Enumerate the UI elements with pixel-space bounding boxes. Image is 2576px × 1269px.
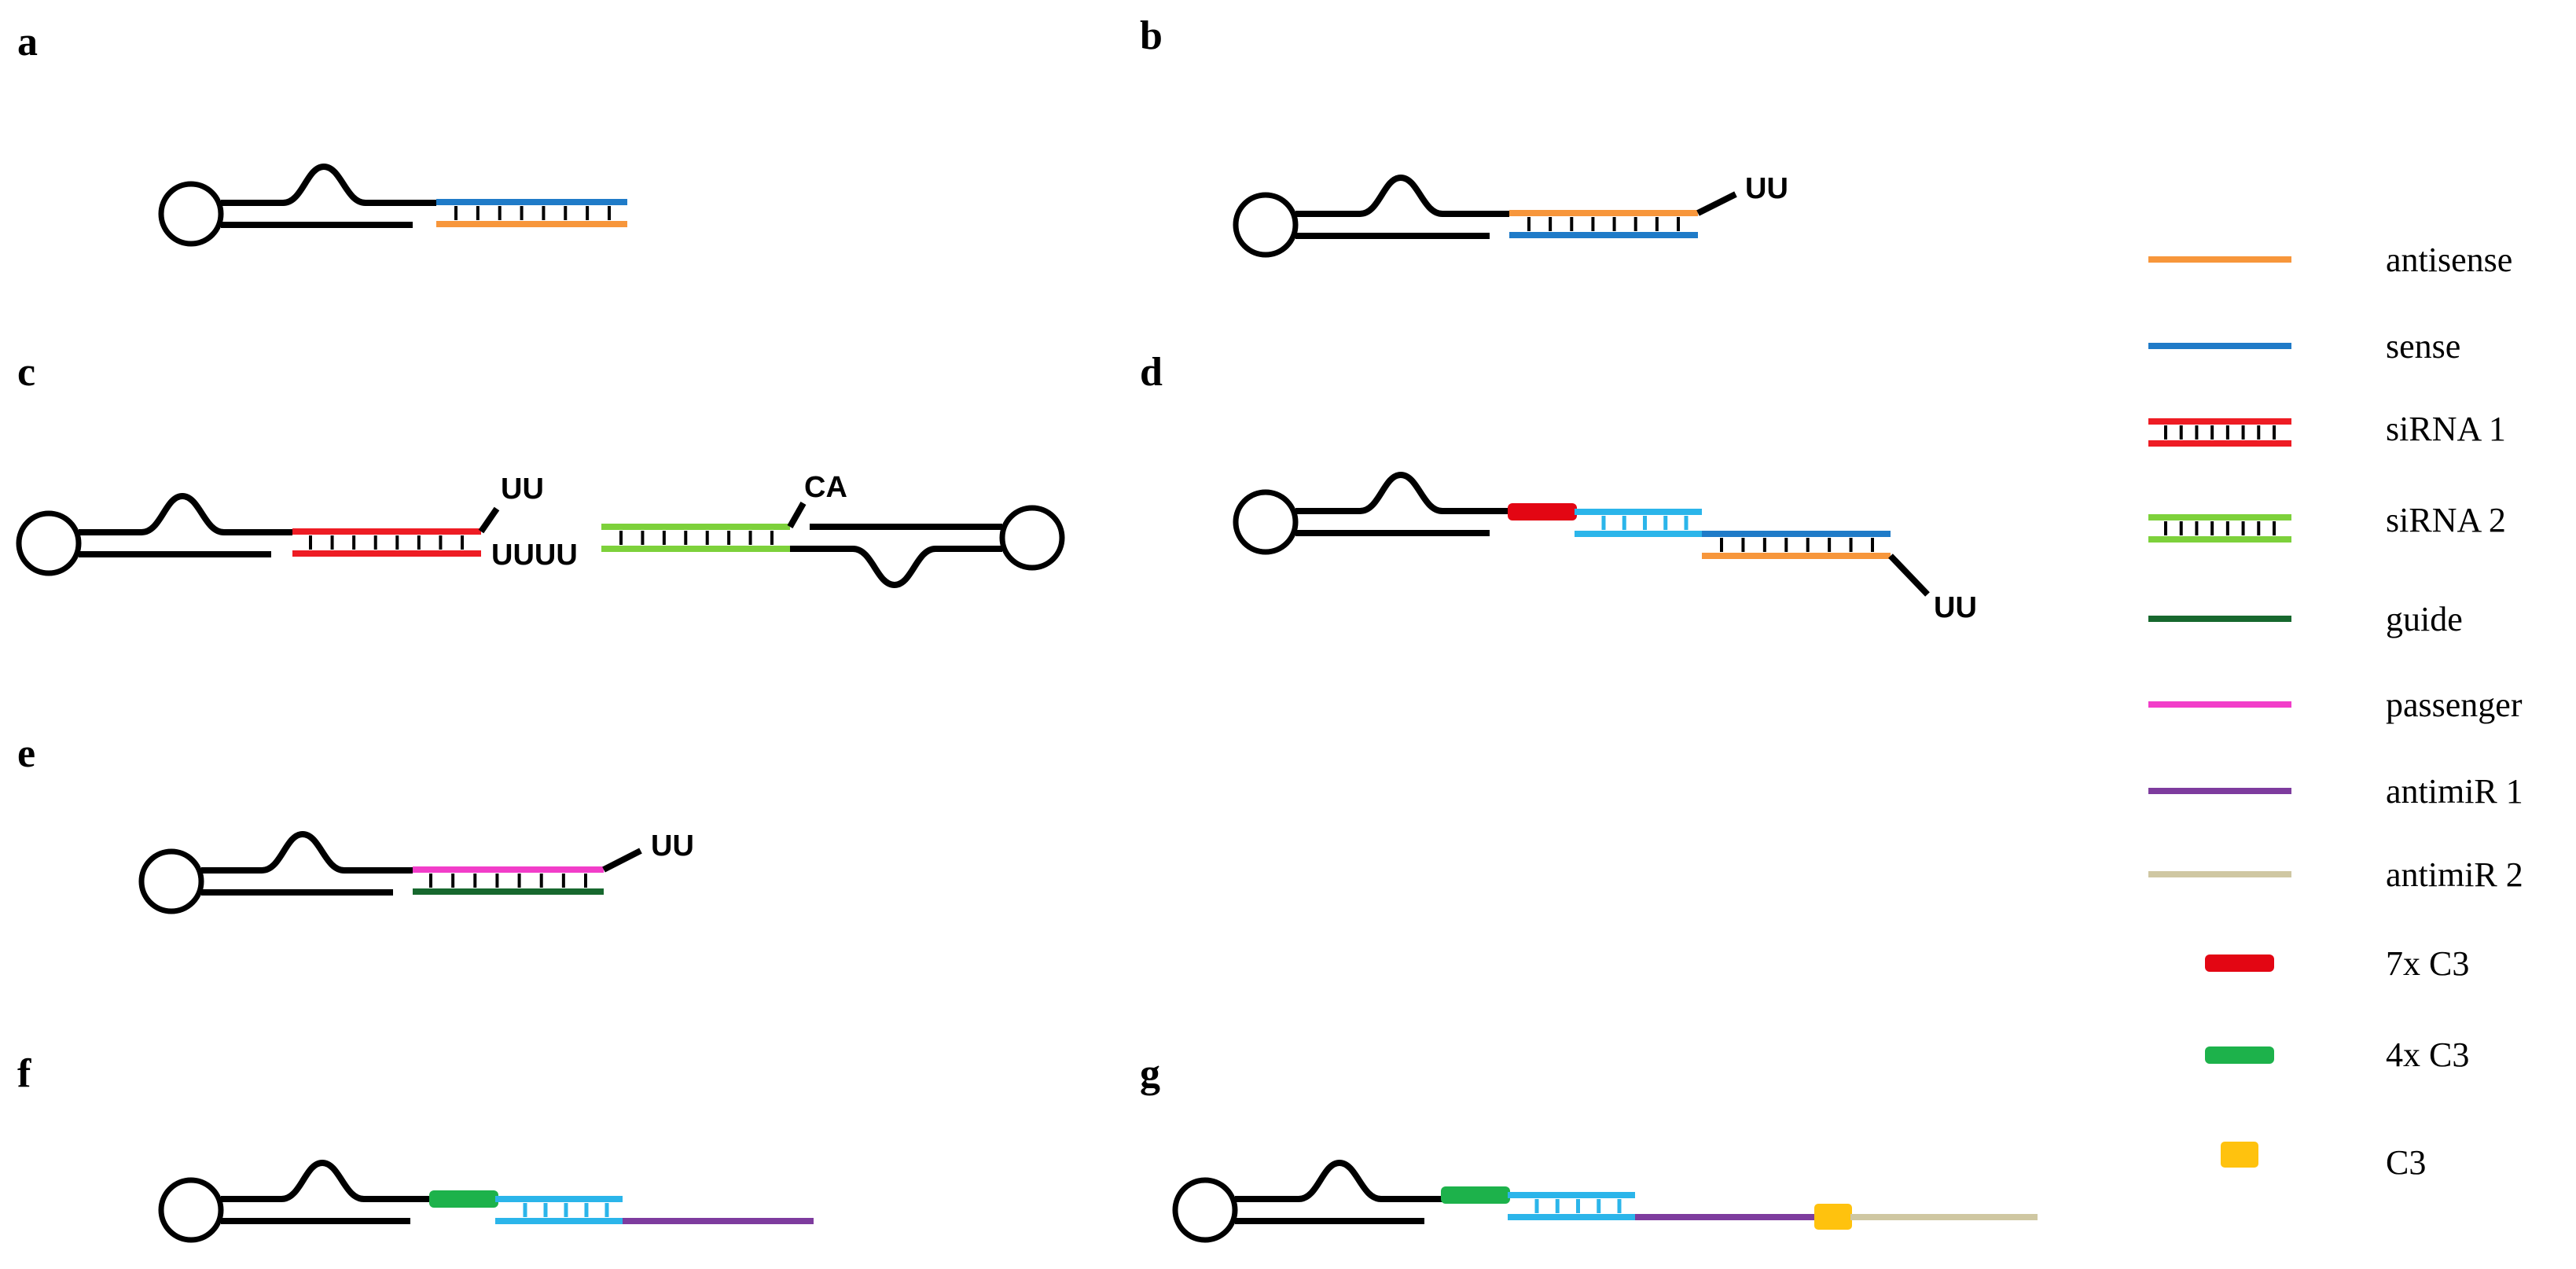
panel-letter-f: f	[17, 1051, 31, 1096]
panel-letter-e: e	[17, 731, 35, 776]
stem-top-strand	[221, 163, 436, 206]
c3x4-spacer	[429, 1190, 498, 1208]
legend-label-antisense: antisense	[2386, 241, 2512, 279]
panel-letter-d: d	[1140, 350, 1163, 395]
legend-swatch-sirna2-pairs	[2164, 521, 2276, 535]
c3-spacer	[1814, 1204, 1852, 1230]
linker-base-pairs	[1534, 1199, 1622, 1213]
panel-letter-b: b	[1140, 13, 1163, 58]
base-pairs	[1720, 538, 1874, 552]
legend-item-antisense: antisense	[2148, 241, 2512, 279]
overhang-label-uuuu: UUUU	[491, 539, 578, 572]
hairpin-loop	[1233, 489, 1299, 555]
c3x4-spacer	[1441, 1186, 1510, 1204]
panel-g: g	[1140, 1051, 2038, 1243]
panel-a: a	[17, 20, 627, 247]
legend-label-c3x7: 7x C3	[2386, 944, 2469, 983]
panel-c: c UU UUUU CA	[16, 350, 1065, 589]
legend-swatch-c3x7	[2205, 955, 2274, 972]
legend: antisense sense siRNA 1 siRNA 2 guide pa…	[2148, 241, 2523, 1182]
stem-top-strand	[1295, 174, 1509, 217]
linker-base-pairs	[523, 1203, 609, 1217]
stem-top-strand	[1235, 1159, 1445, 1202]
hairpin-loop-left	[16, 510, 82, 576]
hairpin-loop	[158, 1177, 224, 1243]
legend-label-passenger: passenger	[2386, 686, 2523, 724]
overhang-label: UU	[1745, 172, 1788, 205]
legend-label-c3x4: 4x C3	[2386, 1035, 2469, 1074]
legend-item-antimir2: antimiR 2	[2148, 855, 2523, 894]
legend-item-passenger: passenger	[2148, 686, 2523, 724]
legend-item-c3x7: 7x C3	[2205, 944, 2469, 983]
legend-label-sirna1: siRNA 1	[2386, 410, 2506, 448]
legend-label-guide: guide	[2386, 600, 2463, 638]
legend-item-sirna2: siRNA 2	[2148, 501, 2506, 543]
base-pairs-sirna2	[619, 531, 774, 545]
legend-item-c3: C3	[2221, 1142, 2426, 1182]
legend-swatch-sirna1-pairs	[2164, 425, 2276, 440]
overhang-label-uu: UU	[501, 473, 544, 506]
base-pairs	[429, 874, 587, 888]
hairpin-loop	[1233, 192, 1299, 258]
stem-top-strand	[221, 1159, 431, 1202]
legend-label-sense: sense	[2386, 327, 2460, 366]
overhang-tail	[1696, 191, 1737, 216]
overhang-tail-ca	[787, 502, 807, 528]
stem-top-strand-left	[79, 492, 292, 535]
panel-d: d UU	[1140, 350, 1977, 624]
panel-e: e UU	[17, 731, 694, 914]
hairpin-loop	[1172, 1177, 1238, 1243]
legend-item-antimir1: antimiR 1	[2148, 772, 2523, 811]
panel-letter-a: a	[17, 20, 38, 64]
base-pairs	[454, 206, 611, 220]
legend-label-antimir1: antimiR 1	[2386, 772, 2523, 811]
legend-item-sense: sense	[2148, 327, 2460, 366]
overhang-tail	[1888, 554, 1930, 597]
hairpin-loop-right	[999, 505, 1065, 571]
panel-f: f	[17, 1051, 814, 1243]
c3x7-spacer	[1508, 503, 1577, 520]
panel-b: b UU	[1140, 13, 1788, 258]
overhang-label-ca: CA	[804, 471, 847, 504]
legend-swatch-c3	[2221, 1142, 2258, 1168]
legend-item-guide: guide	[2148, 600, 2463, 638]
legend-label-antimir2: antimiR 2	[2386, 855, 2523, 894]
stem-bottom-strand-right	[790, 546, 1002, 589]
stem-top-strand	[1295, 471, 1509, 514]
legend-item-sirna1: siRNA 1	[2148, 410, 2506, 448]
base-pairs-sirna1	[309, 535, 464, 550]
linker-base-pairs	[1601, 516, 1689, 530]
hairpin-loop	[138, 848, 204, 914]
hairpin-loop	[158, 181, 224, 247]
stem-top-strand	[201, 830, 413, 874]
legend-item-c3x4: 4x C3	[2205, 1035, 2469, 1074]
legend-label-c3: C3	[2386, 1143, 2426, 1182]
overhang-tail	[602, 848, 642, 873]
legend-swatch-c3x4	[2205, 1046, 2274, 1064]
base-pairs	[1527, 217, 1680, 231]
overhang-tail-uu	[478, 506, 500, 534]
overhang-label: UU	[651, 829, 694, 863]
panel-letter-c: c	[17, 350, 35, 395]
legend-label-sirna2: siRNA 2	[2386, 501, 2506, 539]
overhang-label: UU	[1934, 591, 1977, 624]
panel-letter-g: g	[1140, 1051, 1160, 1096]
